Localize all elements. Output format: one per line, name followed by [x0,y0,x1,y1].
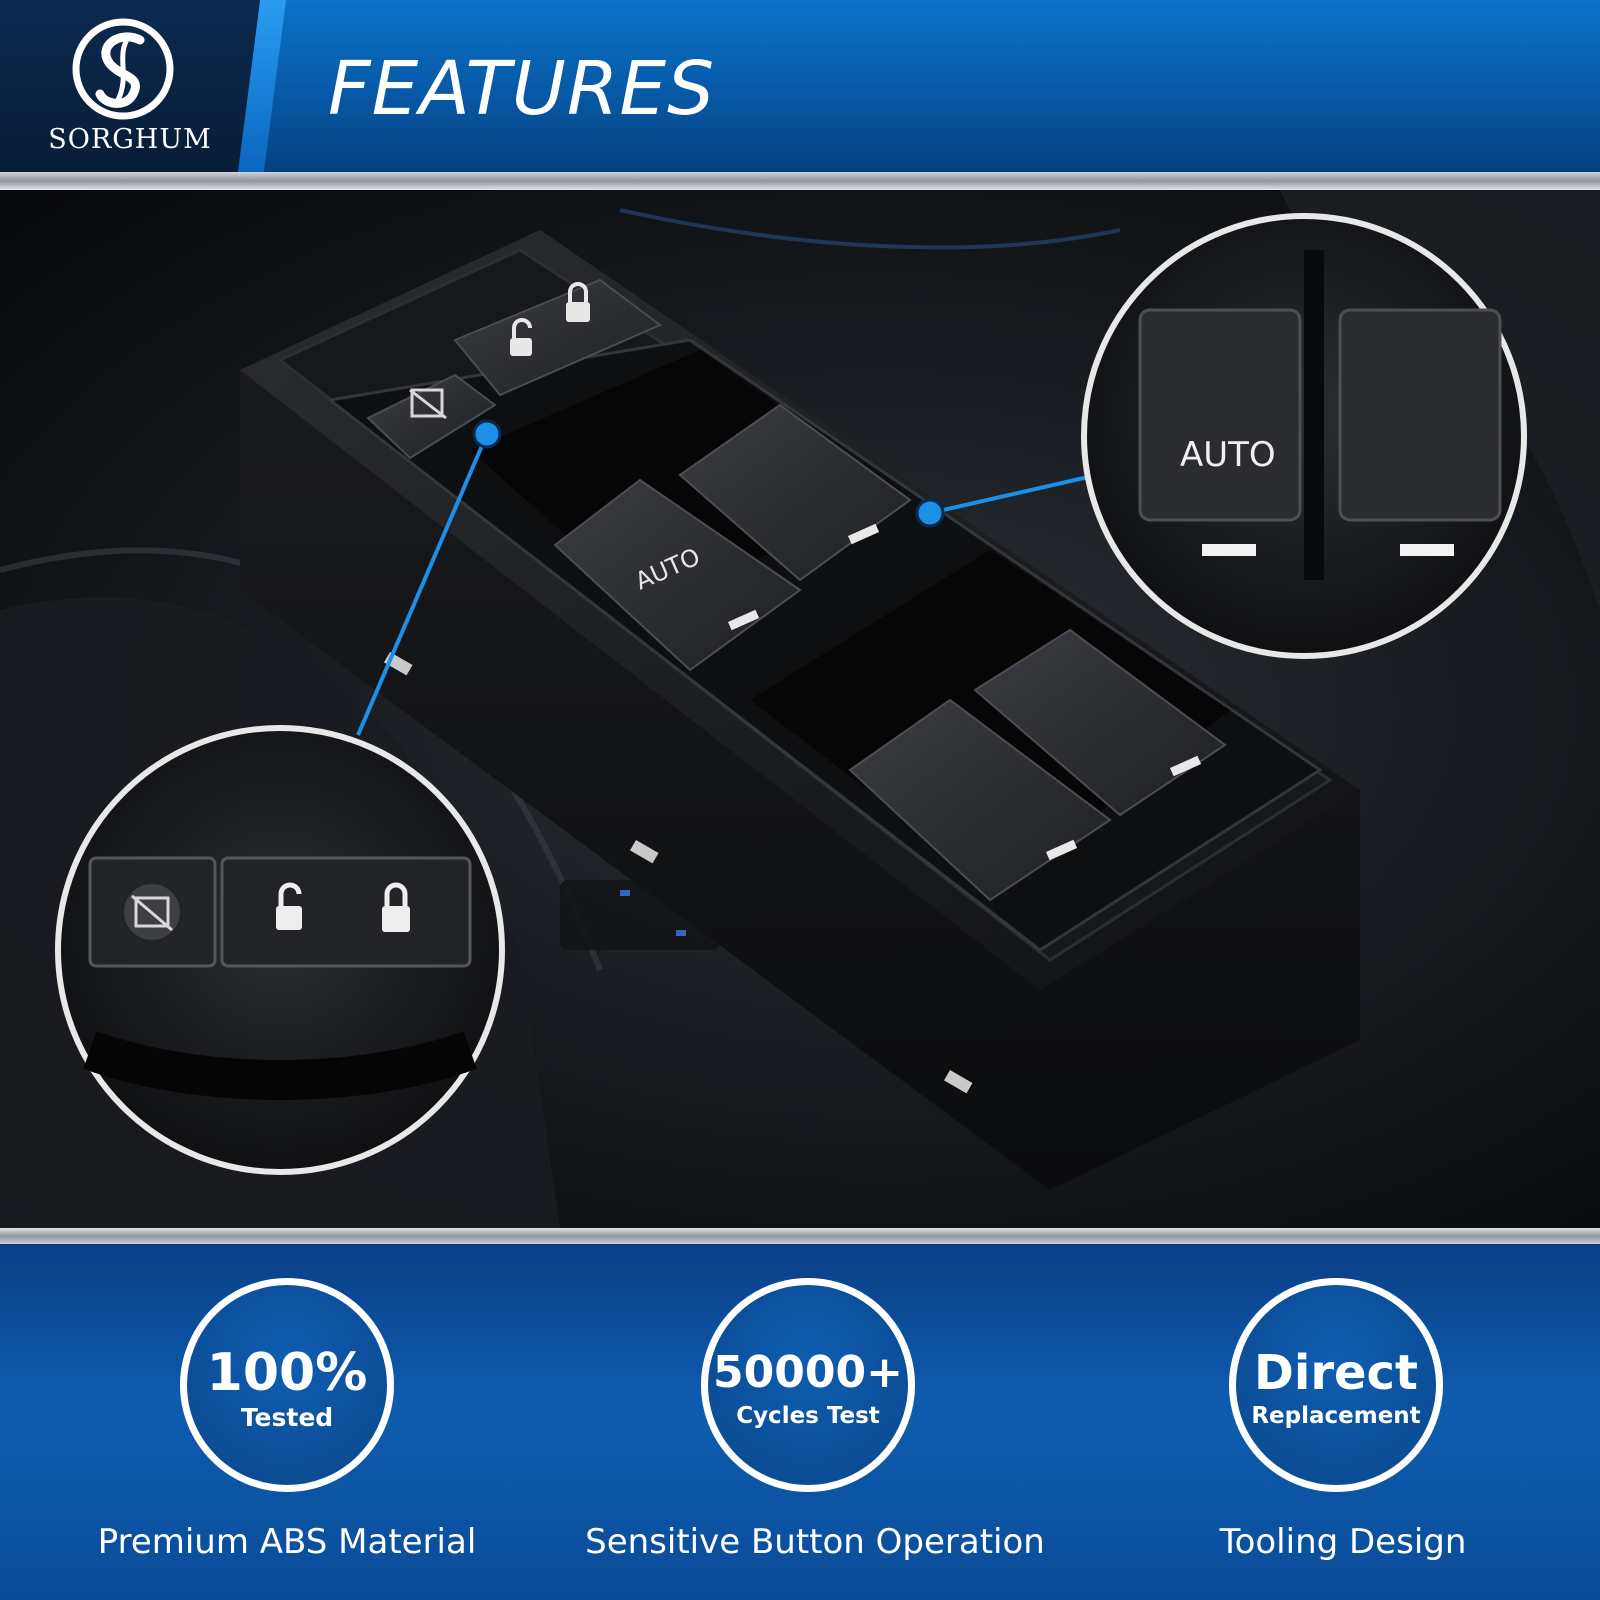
feature-label: Sensitive Button Operation [585,1522,1045,1562]
feature-replacement: Direct Replacement Tooling Design [1083,1244,1600,1600]
feature-badge: 50000+ Cycles Test [701,1278,915,1492]
feature-badge: Direct Replacement [1229,1278,1443,1492]
sorghum-logo-icon [72,18,174,120]
feature-badge: 100% Tested [180,1278,394,1492]
product-photo: AUTO [0,190,1600,1228]
feature-label: Tooling Design [1219,1522,1467,1562]
badge-main-text: Direct [1254,1345,1418,1401]
callout-line-left [356,433,489,736]
callout-dot-right [915,498,945,528]
features-divider [0,1228,1600,1244]
header-banner: SORGHUM FEATURES [0,0,1600,172]
zoom-callout-lock-buttons [55,725,505,1175]
zoom-callout-auto-switch: AUTO [1081,213,1527,659]
product-illustration: AUTO [0,190,1600,1228]
zoom-auto-label: AUTO [1180,435,1276,475]
header-divider [0,172,1600,190]
page-title: FEATURES [328,46,716,132]
callout-line-right [929,470,1111,515]
brand-name: SORGHUM [48,124,212,155]
badge-main-text: 50000+ [713,1347,903,1398]
feature-tested: 100% Tested Premium ABS Material [27,1244,547,1600]
badge-sub-text: Replacement [1251,1403,1421,1429]
unlock-icon [510,318,532,356]
lock-icon [566,282,590,322]
feature-cycles: 50000+ Cycles Test Sensitive Button Oper… [555,1244,1075,1600]
badge-sub-text: Tested [240,1403,334,1432]
callout-dot-left [472,419,502,449]
features-band: 100% Tested Premium ABS Material 50000+ … [0,1244,1600,1600]
window-lock-icon [409,388,447,420]
feature-label: Premium ABS Material [97,1522,477,1562]
badge-main-text: 100% [206,1343,368,1403]
badge-sub-text: Cycles Test [736,1403,880,1429]
